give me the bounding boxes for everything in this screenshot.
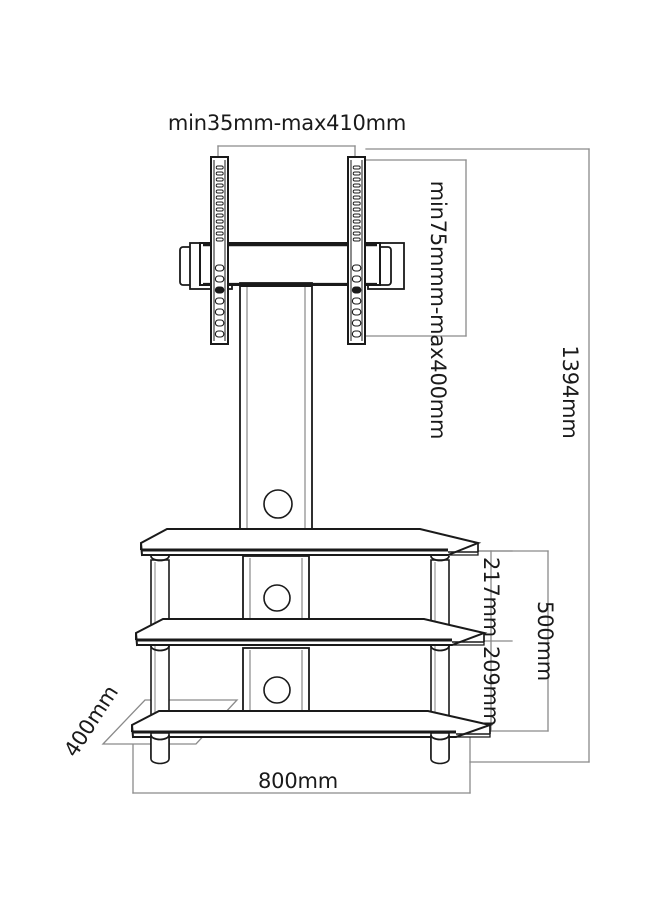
dimension-label-bottom-shelf-gap: 209mm	[479, 646, 503, 726]
cable-hole-lower	[263, 676, 291, 704]
dimension-label-base-depth: 400mm	[59, 681, 123, 761]
dimension-line-base-width	[132, 737, 471, 794]
shelf-bottom	[130, 710, 494, 739]
dimension-label-base-width: 800mm	[258, 769, 338, 793]
leg-collars-group	[150, 555, 450, 652]
dimension-line-total-height	[365, 148, 590, 763]
shelf-middle	[134, 618, 488, 647]
cable-hole-middle	[263, 584, 291, 612]
support-column-lower	[242, 647, 310, 721]
vesa-rail-left	[210, 156, 229, 345]
cable-hole-column	[263, 489, 293, 519]
support-leg-feet-group	[150, 732, 450, 765]
leg-foot-front-left	[150, 732, 170, 765]
dimension-line-bracket-width	[217, 145, 356, 167]
support-column-mid	[242, 555, 310, 629]
dimension-label-bracket-width: min35mm-max410mm	[168, 111, 406, 135]
rail-perforations-upper-right	[352, 165, 361, 242]
dimension-label-shelf-stack-height: 500mm	[533, 601, 557, 681]
rail-perforations-upper-left	[215, 165, 224, 242]
rail-slots-lower-left	[214, 264, 225, 338]
dimension-label-total-height: 1394mm	[558, 345, 582, 438]
leg-foot-front-right	[430, 732, 450, 765]
support-column	[239, 282, 313, 537]
rail-slots-lower-right	[351, 264, 362, 338]
dimension-line-bracket-height	[359, 159, 467, 337]
vesa-rail-right	[347, 156, 366, 345]
shelf-top	[139, 528, 482, 557]
dimension-label-bracket-height: min75mmm-max400mm	[426, 181, 450, 440]
dimension-label-top-shelf-gap: 217mm	[479, 557, 503, 637]
